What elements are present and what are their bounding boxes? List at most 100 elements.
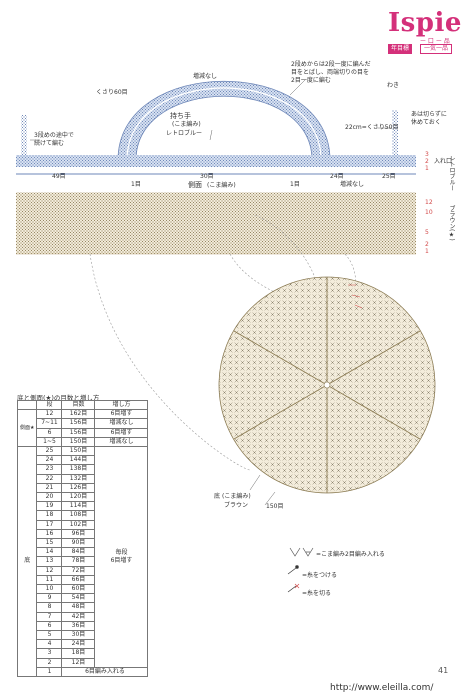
table-cell-row: 22: [36, 473, 63, 484]
handle-kusari-label: くさり60目: [96, 89, 128, 96]
handle-arch: [117, 81, 331, 161]
side-note-right-b: 休めておく: [411, 119, 441, 126]
handle-color: レトロブルー: [166, 130, 203, 137]
legend-increase: =こま編み2目編み入れる: [316, 551, 385, 558]
table-cell-count: 54目: [61, 593, 96, 604]
table-cell-row: 5: [36, 630, 63, 641]
table-cell-count: 18目: [61, 648, 96, 659]
bottom-stitch: (こま編み): [222, 493, 251, 500]
legend-cut: =糸を切る: [302, 590, 332, 597]
handle-stitch: (こま編み): [172, 121, 201, 128]
side-one-left: 1目: [131, 181, 141, 188]
table-cell-row: 4: [36, 639, 63, 650]
table-cell-row: 20: [36, 492, 63, 503]
table-cell-row: 17: [36, 519, 63, 530]
table-header-row-no: 段: [36, 399, 63, 411]
table-cell-count: 150目: [61, 446, 96, 457]
side-no-change: 増減なし: [340, 181, 365, 188]
side-note-left-b: 続けて編む: [34, 140, 65, 147]
table-cell-row: 14: [36, 547, 63, 558]
table-cell-count: 120目: [61, 492, 96, 503]
bottom-circle: [218, 276, 436, 494]
table-cell-count: 78目: [61, 556, 96, 567]
table-cell-row: 12: [36, 409, 63, 420]
row-label-entrance: 入れ口: [434, 158, 453, 165]
tag-right: 一気一品: [420, 44, 453, 54]
table-cell-count: 108目: [61, 510, 96, 521]
table-cell-count: 138目: [61, 464, 96, 475]
side-top-band: [16, 155, 416, 181]
legend-glyphs: [287, 547, 314, 593]
table-cell-count: 30目: [61, 630, 96, 641]
table-caption: 底と側面(★)の目数と増し方: [17, 394, 100, 402]
table-cell-row: 25: [36, 446, 63, 457]
table-cell-row: 3: [36, 648, 63, 659]
side-one-mid: 1目: [290, 181, 300, 188]
row-label-2: 2: [425, 158, 429, 165]
table-cell-row: 11: [36, 574, 63, 586]
table-cell-row: 19: [36, 501, 63, 512]
table-cell-row: 1~5: [36, 436, 63, 448]
table-cell-count: 12目: [61, 657, 96, 668]
table-cell-row: 18: [36, 510, 63, 521]
side-note-left-a: 3段めの途中で: [34, 132, 74, 139]
row-label-1b: 1: [425, 248, 429, 255]
table-cell-count: 84目: [61, 547, 96, 558]
table-cell-count: 156目: [61, 427, 96, 438]
table-cell-count: 36目: [61, 620, 96, 632]
table-cell-row: 9: [36, 593, 63, 604]
table-cell-count: 66目: [61, 574, 96, 586]
table-cell-count: 162目: [61, 409, 96, 420]
table-cell-row: 23: [36, 464, 63, 475]
source-url: http://www.eleilla.com/: [330, 683, 434, 693]
table-cell-count: 126目: [61, 482, 96, 494]
page-number: 41: [438, 666, 449, 675]
retro-blue-label: レトロブルー: [448, 155, 455, 191]
table-cell-row: 13: [36, 556, 63, 567]
table-cell-count: 144目: [61, 455, 96, 466]
table-cell-count: 90目: [61, 538, 96, 549]
table-header-how: 増し方: [94, 399, 149, 411]
table-cell-row: 15: [36, 538, 63, 549]
table-cell-count: 102目: [61, 519, 96, 530]
side-count-left: 49目: [52, 173, 66, 180]
bottom-color: ブラウン: [224, 502, 249, 509]
side-stitch: (こま編み): [207, 182, 236, 189]
row-label-1: 1: [425, 165, 429, 172]
side-count-mid: 30目: [200, 173, 214, 180]
circle-row-marks: [348, 284, 363, 309]
side-label: 側面: [188, 181, 202, 189]
side-count-end: 25目: [382, 173, 396, 180]
table-cell-row: 21: [36, 482, 63, 494]
side-note-right-a: あは切らずに: [411, 111, 447, 118]
table-cell-row: 7: [36, 611, 63, 622]
table-cell-count: 24目: [61, 639, 96, 650]
bottom-count: 150目: [266, 503, 284, 510]
table-header-count: 目数: [61, 399, 96, 411]
row-label-12: 12: [425, 199, 433, 206]
table-cell-how: 6目増す: [94, 409, 149, 420]
table-cell-count: 42目: [61, 611, 96, 622]
side-bottom-band: [16, 191, 416, 255]
table-cell-count: 156目: [61, 418, 96, 429]
handle-note-line-1: 2段めからは2段一度に編んだ: [291, 61, 371, 68]
